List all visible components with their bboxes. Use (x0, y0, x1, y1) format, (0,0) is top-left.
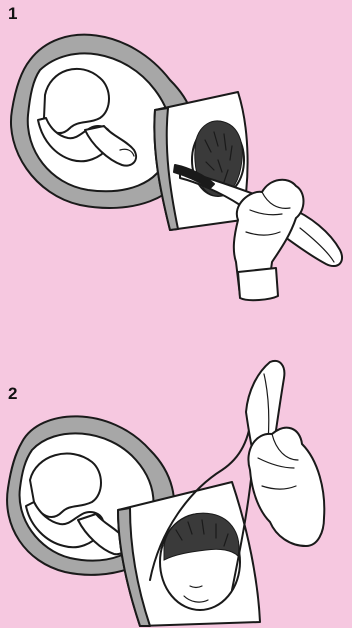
forceps-traction-illustration (0, 350, 352, 628)
glove-cuff (238, 268, 278, 300)
forceps-insertion-illustration (0, 0, 352, 320)
hand (248, 428, 324, 546)
